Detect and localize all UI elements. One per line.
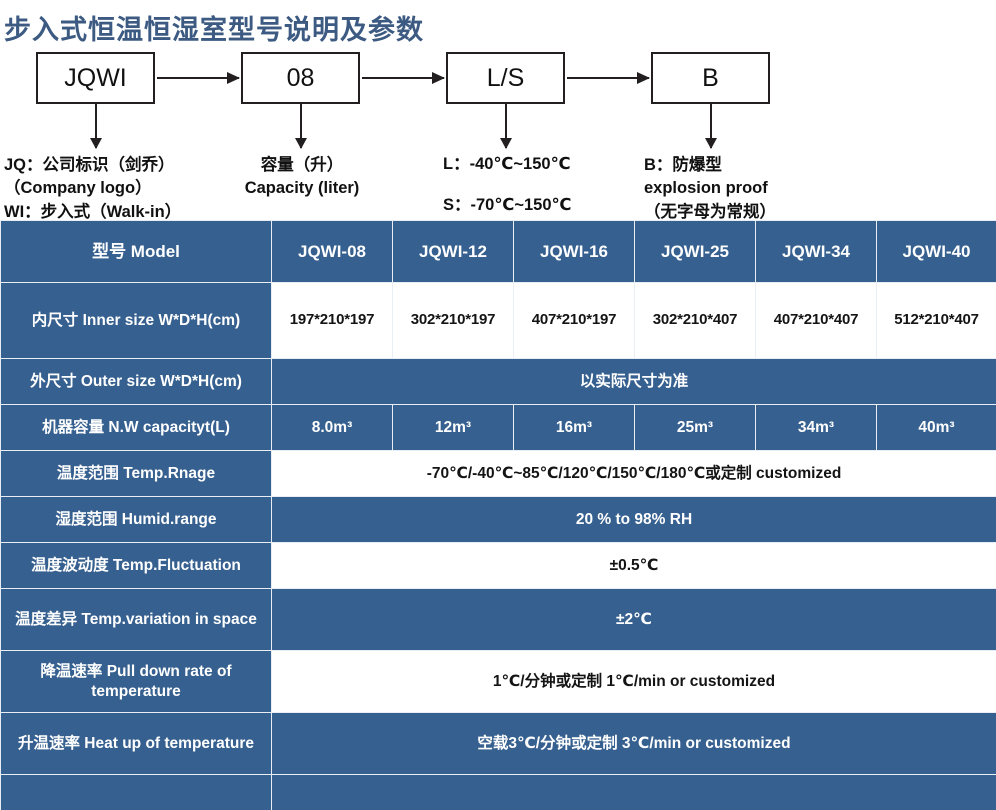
header-model-1: JQWI-12 (392, 220, 514, 283)
code-box-08: 08 (241, 52, 360, 104)
cell-value: 8.0m³ (271, 404, 393, 451)
row-label: 温度差异 Temp.variation in space (0, 588, 272, 651)
merged-value: ±2℃ (271, 588, 996, 651)
merged-value: ±0.5℃ (271, 542, 996, 589)
table-row-temp-variation: 温度差异 Temp.variation in space ±2℃ (0, 588, 996, 651)
arrow-08-to-ls (362, 72, 445, 84)
legend-jqwi: JQ：公司标识（剑乔） （Company logo） WI：步入式（Walk-i… (4, 156, 182, 221)
merged-value: 20 % to 98% RH (271, 496, 996, 543)
row-label: 温度范围 Temp.Rnage (0, 450, 272, 497)
page-title: 步入式恒温恒湿室型号说明及参数 (4, 15, 424, 45)
table-row-inner-size: 内尺寸 Inner size W*D*H(cm) 197*210*197 302… (0, 282, 996, 359)
row-label: 湿度范围 Humid.range (0, 496, 272, 543)
row-label: 机器容量 N.W capacityt(L) (0, 404, 272, 451)
header-model-3: JQWI-25 (634, 220, 756, 283)
merged-value: -70℃/-40℃~85℃/120℃/150℃/180℃或定制 customiz… (271, 450, 996, 497)
cell-value: 302*210*407 (634, 282, 756, 359)
cell-value: 25m³ (634, 404, 756, 451)
table-row-temp-range: 温度范围 Temp.Rnage -70℃/-40℃~85℃/120℃/150℃/… (0, 450, 996, 497)
drop-line-08 (295, 104, 307, 149)
row-label (0, 774, 272, 810)
code-box-08-label: 08 (286, 63, 315, 92)
merged-value: 1℃/分钟或定制 1℃/min or customized (271, 650, 996, 713)
table-row-partial-cutoff (0, 774, 996, 810)
row-label: 温度波动度 Temp.Fluctuation (0, 542, 272, 589)
row-label: 内尺寸 Inner size W*D*H(cm) (0, 282, 272, 359)
legend-08: 容量（升） Capacity (liter) (244, 156, 360, 198)
legend-b: B：防爆型 explosion proof （无字母为常规） (644, 156, 776, 221)
arrow-ls-to-b (567, 72, 650, 84)
code-box-ls-label: L/S (486, 63, 525, 92)
header-model-2: JQWI-16 (513, 220, 635, 283)
row-label: 升温速率 Heat up of temperature (0, 712, 272, 775)
cell-value: 40m³ (876, 404, 996, 451)
code-box-jqwi-label: JQWI (64, 63, 127, 92)
arrow-jqwi-to-08 (157, 72, 240, 84)
drop-line-b (705, 104, 717, 149)
drop-line-jqwi (90, 104, 102, 149)
header-model-5: JQWI-40 (876, 220, 996, 283)
cell-value: 34m³ (755, 404, 877, 451)
code-box-b-label: B (702, 63, 719, 92)
header-model-4: JQWI-34 (755, 220, 877, 283)
drop-line-ls (500, 104, 512, 149)
row-label: 外尺寸 Outer size W*D*H(cm) (0, 358, 272, 405)
legend-ls: L：-40℃~150℃ S：-70℃~150℃ (443, 155, 572, 215)
table-row-humidity-range: 湿度范围 Humid.range 20 % to 98% RH (0, 496, 996, 543)
table-row-temp-fluctuation: 温度波动度 Temp.Fluctuation ±0.5℃ (0, 542, 996, 589)
cell-value: 302*210*197 (392, 282, 514, 359)
cell-value: 197*210*197 (271, 282, 393, 359)
header-label: 型号 Model (0, 220, 272, 283)
table-row-capacity: 机器容量 N.W capacityt(L) 8.0m³ 12m³ 16m³ 25… (0, 404, 996, 451)
code-box-jqwi: JQWI (36, 52, 155, 104)
table-row-heat-up-rate: 升温速率 Heat up of temperature 空载3℃/分钟或定制 3… (0, 712, 996, 775)
cell-value: 12m³ (392, 404, 514, 451)
header-model-0: JQWI-08 (271, 220, 393, 283)
table-header-row: 型号 Model JQWI-08 JQWI-12 JQWI-16 JQWI-25… (0, 220, 996, 283)
table-row-outer-size: 外尺寸 Outer size W*D*H(cm) 以实际尺寸为准 (0, 358, 996, 405)
row-label: 降温速率 Pull down rate of temperature (0, 650, 272, 713)
table-row-pull-down-rate: 降温速率 Pull down rate of temperature 1℃/分钟… (0, 650, 996, 713)
code-box-b: B (651, 52, 770, 104)
cell-value: 407*210*197 (513, 282, 635, 359)
merged-value: 空载3℃/分钟或定制 3℃/min or customized (271, 712, 996, 775)
merged-value: 以实际尺寸为准 (271, 358, 996, 405)
cell-value: 512*210*407 (876, 282, 996, 359)
spec-table: 型号 Model JQWI-08 JQWI-12 JQWI-16 JQWI-25… (0, 220, 996, 810)
merged-value (271, 774, 996, 810)
cell-value: 16m³ (513, 404, 635, 451)
code-box-ls: L/S (446, 52, 565, 104)
cell-value: 407*210*407 (755, 282, 877, 359)
model-code-diagram: JQWI 08 L/S B JQ：公司标识（剑乔） （Company logo）… (0, 48, 996, 221)
spec-table-body: 型号 Model JQWI-08 JQWI-12 JQWI-16 JQWI-25… (0, 220, 996, 810)
